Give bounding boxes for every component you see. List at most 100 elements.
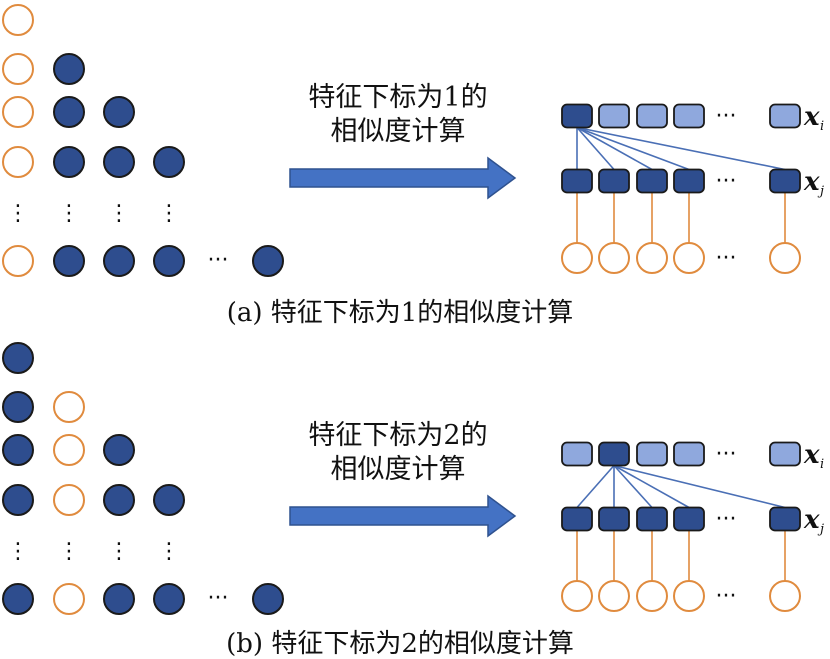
panel-a-arrow-text-1: 特征下标为1的 <box>308 82 487 113</box>
panel-b-grid-node-r2-c1 <box>53 434 85 466</box>
panel-b-caption: (b) 特征下标为2的相似度计算 <box>226 629 574 659</box>
panel-a-caption: (a) 特征下标为1的相似度计算 <box>227 298 574 328</box>
panel-b-grid-node-r3-c2 <box>103 484 135 516</box>
panel-a-grid-node-r3-c0 <box>2 146 34 178</box>
panel-b-grid-node-r5-c0 <box>2 583 34 615</box>
panel-a-xi-box-2 <box>636 103 668 129</box>
panel-a-grid-node-r5-c2 <box>103 245 135 277</box>
panel-a-xj-box-4 <box>769 168 801 194</box>
panel-b-xj-subscript: j <box>817 522 824 537</box>
panel-b-feature-node-3 <box>673 580 705 612</box>
panel-a-xj-label: x <box>803 167 820 197</box>
panel-a-grid-ellipsis-v-0: ⋮ <box>7 201 29 226</box>
panel-b-grid-ellipsis-h: ··· <box>208 586 229 611</box>
panel-b-xi-box-4 <box>769 441 801 467</box>
panel-b-grid-ellipsis-v-1: ⋮ <box>58 539 80 564</box>
panel-b-xi-box-1 <box>598 441 630 467</box>
panel-b-xj-box-4 <box>769 506 801 532</box>
panel-b-grid-node-r3-c1 <box>53 484 85 516</box>
panel-a-grid-ellipsis-v-1: ⋮ <box>58 201 80 226</box>
panel-a-grid-node-r5-c1 <box>53 245 85 277</box>
panel-a-grid-node-r5-c3 <box>153 245 185 277</box>
panel-a-feature-node-0 <box>561 242 593 274</box>
panel-b-xi-box-0 <box>561 441 593 467</box>
panel-b-link-0 <box>576 464 615 509</box>
panel-b-grid-node-r2-c0 <box>2 434 34 466</box>
panel-a-arrow <box>289 156 517 200</box>
panel-b-link-3 <box>613 464 690 509</box>
panel-b-grid-ellipsis-v-2: ⋮ <box>108 539 130 564</box>
panel-b-grid-node-r5-c3 <box>153 583 185 615</box>
panel-a-xi-box-3 <box>673 103 705 129</box>
panel-b-xj-box-1 <box>598 506 630 532</box>
panel-a-feature-ellipsis: ··· <box>716 246 737 271</box>
panel-a-grid-node-last <box>252 245 284 277</box>
panel-b-grid-node-r5-c1 <box>53 583 85 615</box>
panel-b-xi-label: x <box>803 440 820 470</box>
panel-a-grid-node-r3-c2 <box>103 146 135 178</box>
panel-a-link-3 <box>576 126 690 171</box>
panel-b-arrow-text-1: 特征下标为2的 <box>308 420 487 451</box>
panel-b-xi-box-2 <box>636 441 668 467</box>
panel-b-feature-ellipsis: ··· <box>716 584 737 609</box>
panel-a-xi-subscript: i <box>820 119 824 134</box>
panel-b-feature-node-1 <box>598 580 630 612</box>
panel-a-grid-ellipsis-v-2: ⋮ <box>108 201 130 226</box>
panel-b-feature-node-4 <box>769 580 801 612</box>
panel-b-xj-box-0 <box>561 506 593 532</box>
panel-b-grid-ellipsis-v-0: ⋮ <box>7 539 29 564</box>
panel-a-arrow-text-2: 相似度计算 <box>331 116 466 147</box>
panel-b-grid-node-r0-c0 <box>2 342 34 374</box>
panel-b-grid-ellipsis-v-3: ⋮ <box>158 539 180 564</box>
panel-b-grid-node-r1-c0 <box>2 391 34 423</box>
panel-a-grid-node-r2-c2 <box>103 96 135 128</box>
panel-a-grid-node-r1-c1 <box>53 53 85 85</box>
panel-a-xj-box-1 <box>598 168 630 194</box>
panel-a-grid-node-r2-c0 <box>2 96 34 128</box>
panel-b-xi-subscript: i <box>820 457 824 472</box>
panel-a-xj-ellipsis: ··· <box>716 169 737 194</box>
panel-a-xj-box-2 <box>636 168 668 194</box>
panel-b-xj-box-2 <box>636 506 668 532</box>
panel-a-xi-box-4 <box>769 103 801 129</box>
panel-b-xj-box-3 <box>673 506 705 532</box>
panel-b-grid-node-r3-c0 <box>2 484 34 516</box>
panel-a-link-1 <box>576 126 615 171</box>
panel-a-grid-node-r3-c1 <box>53 146 85 178</box>
panel-a-xi-box-0 <box>561 103 593 129</box>
panel-b-xi-ellipsis: ··· <box>716 442 737 467</box>
panel-a-link-4 <box>576 126 786 171</box>
panel-a-link-2 <box>576 126 653 171</box>
panel-b-arrow <box>289 494 517 538</box>
panel-b-feature-node-0 <box>561 580 593 612</box>
panel-a-grid-node-r1-c0 <box>2 53 34 85</box>
panel-a-grid-node-r2-c1 <box>53 96 85 128</box>
panel-a-xj-box-0 <box>561 168 593 194</box>
panel-a-grid-ellipsis-v-3: ⋮ <box>158 201 180 226</box>
panel-a-xj-subscript: j <box>817 184 824 199</box>
panel-b-xj-ellipsis: ··· <box>716 507 737 532</box>
panel-b-link-2 <box>613 464 653 509</box>
panel-a-grid-node-r3-c3 <box>153 146 185 178</box>
panel-b-grid-node-r5-c2 <box>103 583 135 615</box>
panel-b-grid-node-last <box>252 583 284 615</box>
panel-b-link-4 <box>613 464 786 509</box>
panel-a-grid-node-r5-c0 <box>2 245 34 277</box>
panel-a-grid-ellipsis-h: ··· <box>208 248 229 273</box>
panel-a-feature-node-1 <box>598 242 630 274</box>
panel-a-feature-node-4 <box>769 242 801 274</box>
panel-a-feature-node-3 <box>673 242 705 274</box>
panel-b-grid-node-r1-c1 <box>53 391 85 423</box>
panel-a-xi-box-1 <box>598 103 630 129</box>
panel-b-feature-node-2 <box>636 580 668 612</box>
panel-b-xj-label: x <box>803 505 820 535</box>
panel-a-xi-label: x <box>803 102 820 132</box>
panel-b-arrow-text-2: 相似度计算 <box>331 454 466 485</box>
panel-b-grid-node-r2-c2 <box>103 434 135 466</box>
panel-b-grid-node-r3-c3 <box>153 484 185 516</box>
panel-a-grid-node-r0-c0 <box>2 4 34 36</box>
panel-a-xi-ellipsis: ··· <box>716 104 737 129</box>
panel-b-xi-box-3 <box>673 441 705 467</box>
